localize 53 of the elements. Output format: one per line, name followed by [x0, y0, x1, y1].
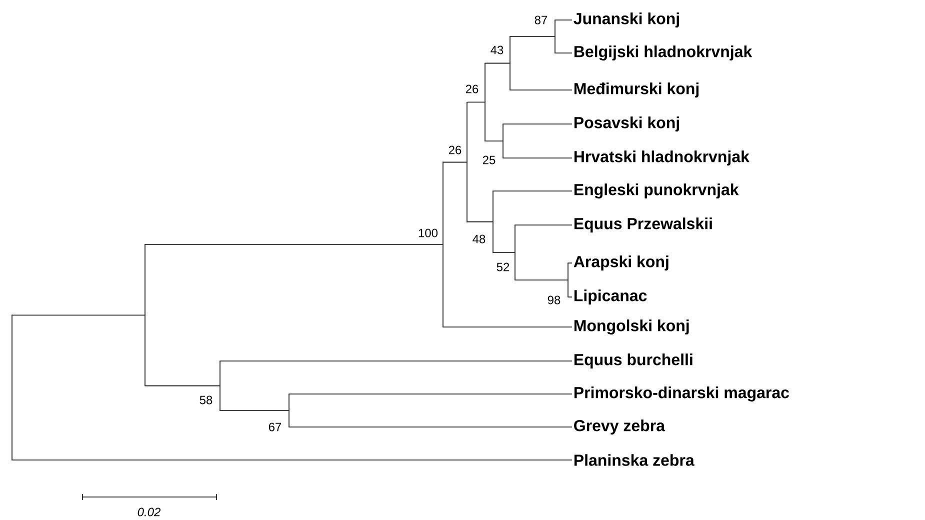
bootstrap-value: 67 [268, 422, 282, 432]
tree-branch [467, 221, 493, 222]
tree-branch [493, 190, 572, 192]
leaf-label: Engleski punokrvnjak [574, 184, 739, 198]
leaf-label: Mongolski konj [574, 320, 689, 334]
leaf-label: Hrvatski hladnokrvnjak [574, 150, 750, 166]
leaf-label: Posavski konj [574, 116, 679, 132]
branch-line [492, 190, 494, 253]
branch-line [554, 20, 556, 54]
branch-line [484, 62, 486, 142]
tree-branch [220, 360, 572, 362]
branch-line [442, 162, 444, 328]
leaf-label: Međimurski konj [574, 82, 699, 98]
leaf-label: Grevy zebra [574, 420, 666, 434]
tree-branch [443, 162, 467, 163]
branch-line [502, 124, 504, 158]
tree-branch [289, 426, 572, 428]
branch-line [514, 224, 516, 280]
bootstrap-value: 48 [472, 234, 486, 244]
bootstrap-value: 25 [482, 156, 496, 164]
tree-branch [510, 36, 555, 37]
bootstrap-value: 26 [466, 84, 478, 94]
bootstrap-value: 100 [418, 228, 438, 238]
leaf-label: Lipicanac [574, 290, 647, 304]
bootstrap-value: 52 [496, 262, 510, 272]
branch-line [144, 244, 146, 386]
leaf-label: Primorsko-dinarski magarac [574, 386, 789, 402]
leaf-label: Belgijski hladnokrvnjak [574, 46, 752, 60]
tree-branch [443, 326, 572, 328]
tree-branch [485, 62, 510, 64]
tree-branch [515, 224, 572, 226]
leaf-label: Arapski konj [574, 256, 668, 270]
bootstrap-value: 98 [548, 296, 560, 304]
branch-line [288, 394, 290, 428]
leaf-label: Junanski konj [574, 12, 679, 28]
tree-branch [12, 314, 145, 316]
bootstrap-value: 58 [200, 396, 212, 404]
leaf-label: Equus Przewalskii [574, 218, 712, 232]
tree-branch [145, 244, 443, 245]
tree-branch [555, 52, 572, 54]
tree-branch [568, 296, 572, 298]
scale-label: 0.02 [138, 508, 160, 516]
tree-branch [568, 262, 572, 264]
bootstrap-value: 87 [534, 16, 548, 24]
tree-branch [145, 385, 220, 386]
branch-line [466, 102, 468, 222]
leaf-label: Equus burchelli [574, 354, 692, 368]
bootstrap-value: 43 [490, 46, 504, 54]
tree-branch [485, 140, 503, 142]
leaf-label: Planinska zebra [574, 454, 694, 466]
tree-branch [220, 410, 289, 411]
tree-branch [493, 252, 515, 253]
bootstrap-value: 26 [448, 146, 462, 154]
